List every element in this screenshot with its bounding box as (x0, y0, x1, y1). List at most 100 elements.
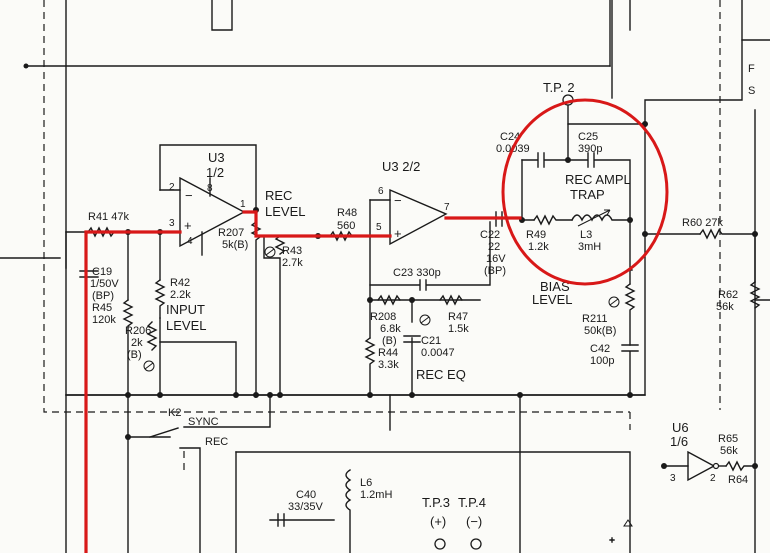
tp2-label: T.P. 2 (543, 80, 575, 95)
c40-ref: C40 (296, 489, 316, 501)
rec-level-label-2: LEVEL (265, 204, 305, 219)
r49-ref: R49 (526, 229, 546, 241)
r60-symbol (699, 228, 756, 240)
edge-letter-f: F (748, 63, 755, 75)
u3a-plus: + (184, 218, 192, 233)
r208-symbol (377, 294, 401, 306)
l3-ref: L3 (580, 229, 592, 241)
bias-label-1: BIAS (540, 279, 570, 294)
tp3-icon (434, 538, 446, 550)
dashed-borders (43, 0, 721, 430)
r207-val: 5k(B) (222, 239, 248, 251)
r62-ref: R62 (718, 289, 738, 301)
opamp-u3b: U3 2/2 − + 6 5 7 C23 330p R47 1.5k R208 … (364, 159, 491, 396)
c19-symbol (79, 270, 99, 278)
r206-val: 2k (131, 337, 143, 349)
r207-trim-icon (264, 246, 276, 258)
u3b-minus: − (394, 193, 402, 208)
c19-ref: C19 (92, 266, 112, 278)
c24-ref: C24 (500, 131, 520, 143)
tp4-label: T.P.4 (458, 495, 486, 510)
c40-symbol (269, 513, 335, 527)
u3b-pin-noninv: 5 (376, 222, 382, 233)
u6-pin-out: 2 (710, 473, 716, 484)
r65-val: 56k (720, 445, 738, 457)
u3a-pin-gnd: 4 (187, 236, 193, 247)
u3a-ref: U3 (208, 150, 225, 165)
k2-ref: K2 (168, 407, 181, 419)
r211-ref: R211 (582, 313, 607, 325)
u6-pin-in: 3 (670, 473, 676, 484)
r43-ref: R43 (282, 245, 302, 257)
l6-val: 1.2mH (360, 489, 392, 501)
r211-symbol (624, 283, 636, 346)
rec-level-network: REC LEVEL R207 5k(B) R43 2.7k R48 560 (218, 188, 357, 396)
u3b-plus: + (394, 226, 402, 241)
r44-symbol (364, 337, 376, 396)
r206-symbol (146, 321, 158, 351)
opamp-u3a: U3 1/2 − + 2 3 8 4 1 (159, 144, 257, 256)
c25-val: 390p (578, 143, 602, 155)
r44-ref: R44 (378, 347, 398, 359)
c25-ref: C25 (578, 131, 598, 143)
r60-label: R60 27k (682, 217, 723, 229)
u3b-ref: U3 2/2 (382, 159, 420, 174)
u6-part: 1/6 (670, 434, 688, 449)
r43-val: 2.7k (282, 257, 303, 269)
r41-label: R41 47k (88, 211, 129, 223)
c21-val: 0.0047 (421, 347, 455, 359)
lower-section: L6 1.2mH C40 33/35V T.P.3 T.P.4 (+) (−) (269, 469, 633, 553)
r47-ref: R47 (448, 311, 468, 323)
r48-ref: R48 (337, 207, 357, 219)
u6-ref: U6 (672, 420, 689, 435)
trap-highlight-circle (501, 98, 669, 286)
c19-val: 1/50V (90, 278, 119, 290)
c22-volt: 16V (486, 253, 506, 265)
u3a-pin-inv: 2 (169, 182, 175, 193)
k2-sync: SYNC (188, 416, 219, 428)
rec-eq-label: REC EQ (416, 367, 466, 382)
r48-symbol (329, 230, 353, 242)
l3-val: 3mH (578, 241, 601, 253)
r62-val: 56k (716, 301, 734, 313)
r45-val: 120k (92, 314, 116, 326)
r49-val: 1.2k (528, 241, 549, 253)
tp4-sign: (−) (466, 514, 482, 529)
input-level-label-2: LEVEL (166, 318, 206, 333)
relay-k2: K2 SYNC REC (127, 394, 631, 553)
u3a-pin-out: 1 (240, 199, 246, 210)
r65-ref: R65 (718, 433, 738, 445)
c42-val: 100p (590, 355, 614, 367)
r211-val: 50k(B) (584, 325, 616, 337)
tp4-icon (470, 538, 482, 550)
r208-ref: R208 (370, 311, 396, 323)
tp3-sign: (+) (430, 514, 446, 529)
tp3-label: T.P.3 (422, 495, 450, 510)
r211-trim-icon (608, 296, 620, 308)
bias-label-2: LEVEL (532, 292, 572, 307)
c21-symbol (403, 335, 421, 396)
r208-val: 6.8k (380, 323, 401, 335)
trap-label-2: TRAP (570, 187, 605, 202)
c19-note: (BP) (92, 290, 114, 302)
r44-val: 3.3k (378, 359, 399, 371)
buffer-u6: U6 1/6 3 2 R65 56k R64 (663, 420, 756, 486)
r65-symbol (725, 460, 756, 472)
l6-symbol (345, 469, 352, 553)
k2-rec: REC (205, 436, 228, 448)
c22-ref: C22 (480, 229, 500, 241)
c42-ref: C42 (590, 343, 610, 355)
c22-note: (BP) (484, 265, 506, 277)
c23-label: C23 330p (393, 267, 441, 279)
r207-symbol (250, 221, 262, 396)
rec-level-label-1: REC (265, 188, 292, 203)
r64-ref: R64 (728, 474, 748, 486)
u3a-part: 1/2 (206, 165, 224, 180)
right-network: R60 27k R62 56k (644, 217, 761, 313)
r47-val: 1.5k (448, 323, 469, 335)
edge-letter-s: S (748, 85, 755, 97)
output-network: C22 22 16V (BP) C24 0.0039 C25 390p R49 … (480, 80, 646, 396)
r208-trim-icon (419, 314, 431, 326)
r206-note: (B) (127, 349, 142, 361)
